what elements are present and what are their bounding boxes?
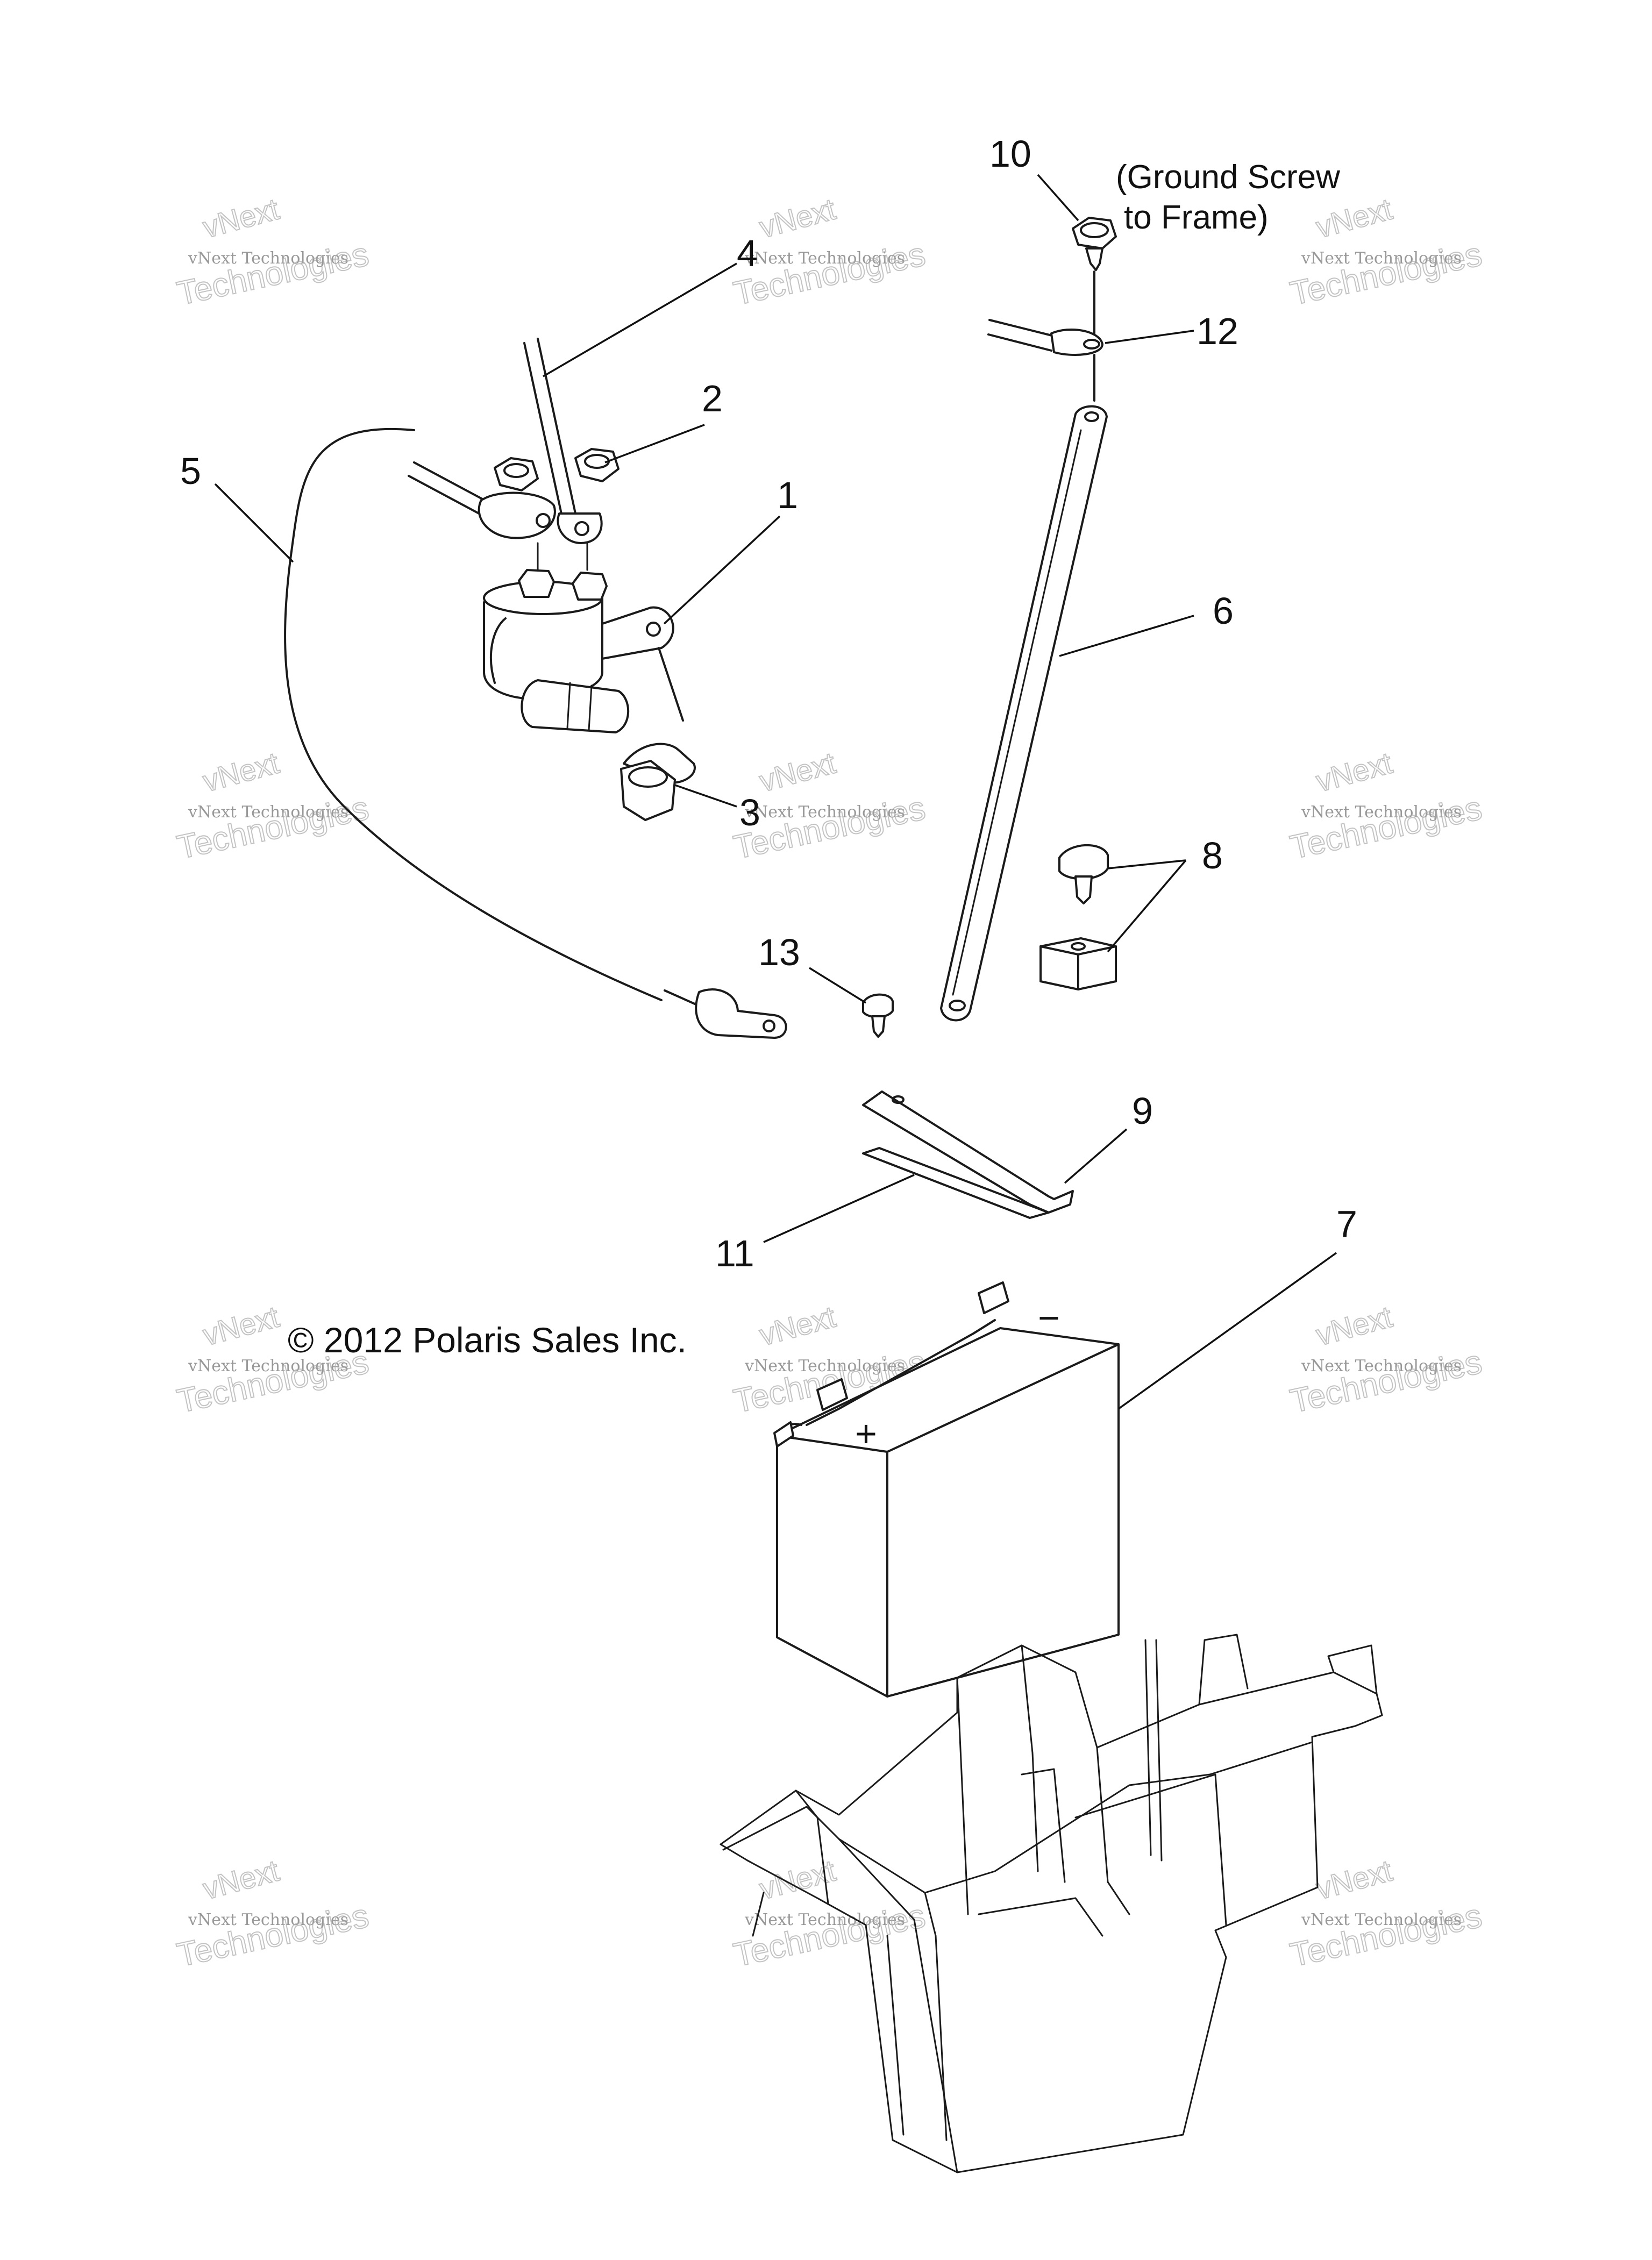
pad-part-11 [862, 1147, 1050, 1219]
ground-screw-note: (Ground Screw to Frame) [1116, 159, 1340, 236]
leader-3 [674, 784, 737, 808]
svg-text:Technologies: Technologies [174, 789, 372, 866]
leader-11 [763, 1174, 915, 1243]
leader-8a [1107, 859, 1186, 869]
svg-text:vNext: vNext [1313, 1853, 1396, 1906]
svg-text:vNext Technologies: vNext Technologies [188, 803, 348, 822]
screw-part-13 [862, 993, 894, 1038]
svg-text:vNext Technologies: vNext Technologies [1301, 803, 1462, 822]
callout-5: 5 [180, 450, 201, 492]
svg-text:vNext: vNext [1313, 1299, 1396, 1352]
positive-terminal-mark: + [855, 1413, 877, 1455]
watermark: vNext vNext Technologies Technologies [730, 191, 929, 313]
svg-text:vNext: vNext [756, 1299, 839, 1352]
svg-text:vNext Technologies: vNext Technologies [744, 1910, 905, 1929]
battery-part-7: − + [773, 1281, 1120, 1698]
ground-screw-part-10 [1072, 217, 1117, 334]
leader-2 [604, 424, 705, 464]
callout-10: 10 [989, 133, 1031, 175]
svg-text:vNext Technologies: vNext Technologies [188, 249, 348, 268]
svg-text:vNext Technologies: vNext Technologies [1301, 249, 1462, 268]
svg-text:vNext: vNext [756, 191, 839, 244]
svg-text:vNext: vNext [200, 1853, 283, 1906]
svg-text:vNext: vNext [200, 1299, 283, 1352]
svg-text:vNext: vNext [200, 191, 283, 244]
leader-7 [1117, 1252, 1337, 1410]
negative-terminal-mark: − [1038, 1297, 1060, 1339]
leader-12 [1105, 330, 1194, 344]
watermark: vNext vNext Technologies Technologies [1286, 1299, 1485, 1421]
svg-text:vNext Technologies: vNext Technologies [744, 249, 905, 268]
watermark: vNext vNext Technologies Technologies [173, 191, 372, 313]
leader-13 [809, 967, 866, 1004]
svg-text:Technologies: Technologies [1287, 236, 1485, 312]
svg-text:Technologies: Technologies [1287, 1343, 1485, 1420]
svg-text:Technologies: Technologies [174, 1897, 372, 1974]
leader-1 [663, 515, 781, 625]
callout-2: 2 [702, 377, 723, 419]
callout-7: 7 [1336, 1203, 1357, 1245]
cable-lug-left [408, 461, 556, 539]
callout-6: 6 [1213, 590, 1234, 632]
ground-strap-part-6 [940, 405, 1108, 1022]
nut-part-2 [574, 448, 620, 482]
cable-part-4 [523, 338, 603, 544]
svg-text:vNext: vNext [756, 745, 839, 798]
callout-13: 13 [758, 931, 800, 973]
svg-text:vNext: vNext [200, 745, 283, 798]
note-line-2: to Frame) [1124, 199, 1269, 236]
callout-numbers: 1 2 3 4 5 6 7 8 9 10 11 12 13 [180, 133, 1357, 1274]
svg-text:Technologies: Technologies [1287, 1897, 1485, 1974]
nut-block-part-8 [1039, 937, 1117, 990]
callout-1: 1 [777, 474, 798, 516]
note-line-1: (Ground Screw [1116, 159, 1340, 196]
svg-text:vNext Technologies: vNext Technologies [188, 1910, 348, 1929]
leader-lines [214, 174, 1337, 1410]
leader-4 [543, 262, 737, 377]
callout-8: 8 [1202, 835, 1223, 876]
watermark: vNext vNext Technologies Technologies [1286, 191, 1485, 313]
leader-8b [1107, 859, 1187, 953]
watermark: vNext vNext Technologies Technologies [730, 1852, 929, 1974]
battery-box [720, 1634, 1383, 2173]
svg-text:Technologies: Technologies [730, 236, 928, 312]
svg-text:vNext Technologies: vNext Technologies [744, 1357, 905, 1375]
leader-10 [1037, 174, 1079, 222]
callout-9: 9 [1132, 1090, 1153, 1132]
svg-text:vNext Technologies: vNext Technologies [1301, 1357, 1462, 1375]
svg-text:vNext: vNext [1313, 191, 1396, 244]
watermark: vNext vNext Technologies Technologies [173, 1852, 372, 1974]
svg-text:Technologies: Technologies [174, 236, 372, 312]
svg-text:vNext: vNext [1313, 745, 1396, 798]
leader-6 [1059, 615, 1194, 657]
svg-text:vNext Technologies: vNext Technologies [1301, 1910, 1462, 1929]
callout-11: 11 [715, 1232, 754, 1274]
callout-4: 4 [737, 232, 758, 274]
nut-terminal [494, 457, 539, 491]
svg-text:vNext Technologies: vNext Technologies [744, 803, 905, 822]
leader-5 [214, 483, 294, 563]
watermark-grid: vNext vNext Technologies Technologies vN… [173, 191, 1485, 1974]
battery-cable-part-5 [284, 427, 787, 1039]
watermark: vNext vNext Technologies Technologies [1286, 745, 1485, 867]
leader-9 [1064, 1128, 1128, 1184]
solenoid-part-1 [483, 542, 684, 733]
svg-text:vNext Technologies: vNext Technologies [188, 1357, 348, 1375]
callout-12: 12 [1197, 310, 1238, 352]
callout-3: 3 [739, 792, 760, 833]
bolt-part-8 [1058, 844, 1109, 904]
copyright-text: © 2012 Polaris Sales Inc. [288, 1320, 687, 1360]
ground-lug-part-12 [987, 319, 1103, 402]
bolt-part-3 [620, 743, 696, 821]
svg-text:Technologies: Technologies [1287, 789, 1485, 866]
